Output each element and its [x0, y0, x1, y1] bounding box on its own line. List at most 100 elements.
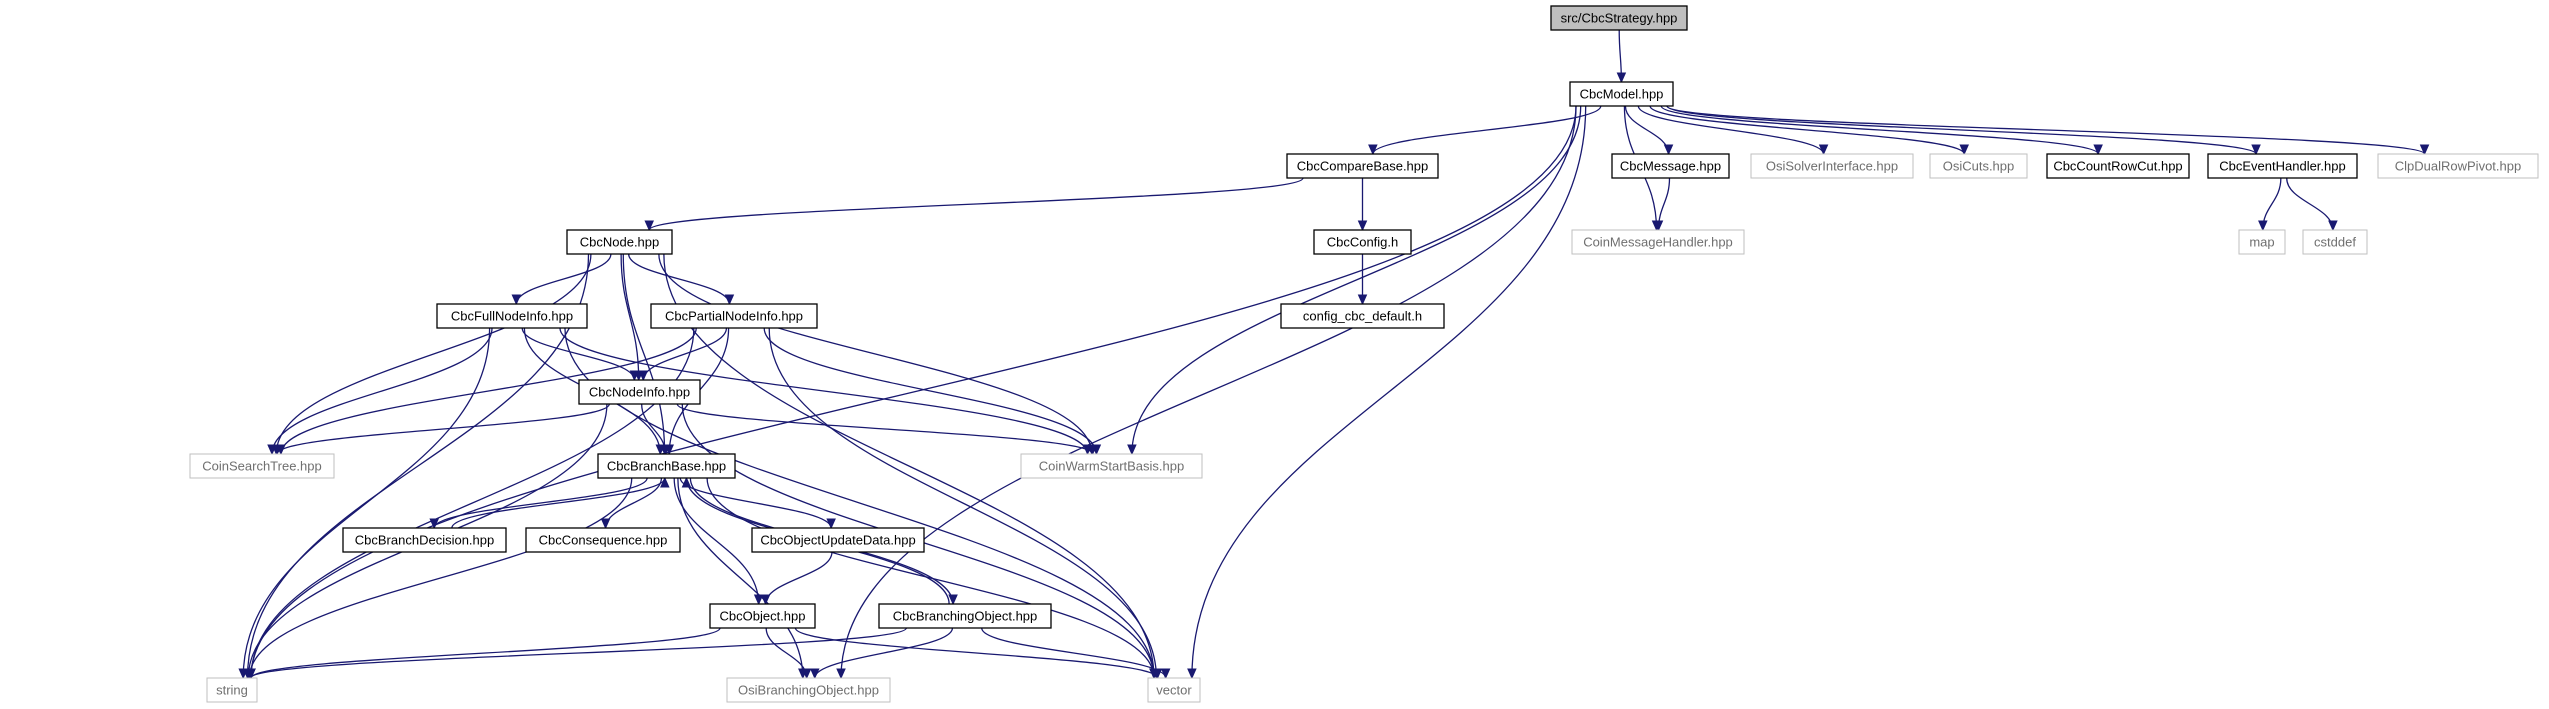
- node-label-fullnode: CbcFullNodeInfo.hpp: [451, 309, 573, 324]
- node-box-config: [1313, 229, 1412, 255]
- node-box-partialnode: [650, 303, 818, 329]
- node-map: map: [2238, 229, 2286, 255]
- node-box-map: [2238, 229, 2286, 255]
- edge-fullnode-to-warmstart: [559, 327, 1089, 455]
- arrowhead-config-to-configdef: [1357, 294, 1368, 306]
- arrowhead-model-to-warmstart: [1127, 444, 1137, 456]
- edge-branchbase-to-osibranching: [677, 477, 804, 679]
- node-label-partialnode: CbcPartialNodeInfo.hpp: [665, 309, 803, 324]
- node-box-model: [1569, 81, 1674, 107]
- node-label-compare: CbcCompareBase.hpp: [1297, 159, 1429, 174]
- arrowhead-model-to-compare: [1368, 144, 1378, 156]
- node-box-message: [1611, 153, 1730, 179]
- node-label-object: CbcObject.hpp: [720, 609, 806, 624]
- node-compare[interactable]: CbcCompareBase.hpp: [1286, 153, 1439, 179]
- arrowhead-model-to-eventhandler: [2251, 144, 2261, 156]
- arrowhead-node-to-partialnode: [724, 294, 735, 306]
- node-box-osicuts: [1929, 153, 2028, 179]
- node-box-clpdual: [2377, 153, 2539, 179]
- edge-node-to-searchtree: [275, 253, 592, 455]
- node-eventhandler[interactable]: CbcEventHandler.hpp: [2207, 153, 2358, 179]
- node-label-vector: vector: [1156, 683, 1192, 698]
- node-label-map: map: [2249, 235, 2274, 250]
- node-objupdate[interactable]: CbcObjectUpdateData.hpp: [751, 527, 925, 553]
- node-label-cstddef: cstddef: [2314, 235, 2356, 250]
- arrowhead-branchdecision-to-branchbase: [660, 476, 670, 488]
- node-label-config: CbcConfig.h: [1327, 235, 1399, 250]
- node-searchtree: CoinSearchTree.hpp: [189, 453, 335, 479]
- arrowhead-nodeinfo-to-warmstart: [1087, 444, 1098, 456]
- arrowhead-model-to-vector: [1187, 668, 1197, 680]
- edge-branchdecision-to-branchbase: [451, 477, 666, 529]
- edge-branchbase-to-consequence: [604, 477, 663, 529]
- edge-branchbase-to-branchdecision: [433, 477, 648, 529]
- node-countrowcut[interactable]: CbcCountRowCut.hpp: [2046, 153, 2190, 179]
- node-box-nodeinfo: [578, 379, 701, 405]
- node-label-nodeinfo: CbcNodeInfo.hpp: [589, 385, 690, 400]
- node-box-eventhandler: [2207, 153, 2358, 179]
- arrowhead-partialnode-to-nodeinfo: [638, 370, 649, 382]
- node-box-countrowcut: [2046, 153, 2190, 179]
- node-box-osibranching: [726, 677, 891, 703]
- node-model[interactable]: CbcModel.hpp: [1569, 81, 1674, 107]
- arrowhead-nodeinfo-to-branchbase: [660, 444, 671, 456]
- edge-model-to-osicuts: [1649, 105, 1965, 155]
- arrowhead-branchbase-to-branchdecision: [429, 518, 439, 530]
- edge-node-to-branchbase: [622, 253, 666, 455]
- arrowhead-compare-to-config: [1357, 220, 1368, 232]
- arrowhead-message-to-coinmsg: [1653, 220, 1664, 232]
- node-string: string: [206, 677, 258, 703]
- edge-layer: [238, 29, 2430, 680]
- node-box-compare: [1286, 153, 1439, 179]
- edge-model-to-eventhandler: [1666, 105, 2257, 155]
- node-box-branchdecision: [342, 527, 507, 553]
- arrowhead-branchingobj-to-vector: [1160, 668, 1171, 680]
- node-config[interactable]: CbcConfig.h: [1313, 229, 1412, 255]
- arrowhead-branchingobj-to-string: [246, 668, 256, 680]
- node-osicuts: OsiCuts.hpp: [1929, 153, 2028, 179]
- arrowhead-model-to-osisolver: [1818, 144, 1829, 156]
- arrowhead-objupdate-to-object: [760, 594, 771, 606]
- edge-fullnode-to-nodeinfo: [521, 327, 636, 381]
- arrowhead-node-to-fullnode: [511, 294, 522, 306]
- node-box-branchingobj: [878, 603, 1052, 629]
- node-label-message: CbcMessage.hpp: [1620, 159, 1721, 174]
- edge-nodeinfo-to-warmstart: [676, 403, 1094, 455]
- arrowhead-branchbase-to-objupdate: [826, 518, 836, 530]
- node-label-eventhandler: CbcEventHandler.hpp: [2219, 159, 2345, 174]
- node-box-vector: [1147, 677, 1201, 703]
- node-label-branchdecision: CbcBranchDecision.hpp: [355, 533, 494, 548]
- node-branchdecision[interactable]: CbcBranchDecision.hpp: [342, 527, 507, 553]
- arrowhead-branchingobj-to-branchbase: [681, 476, 692, 488]
- node-nodeinfo[interactable]: CbcNodeInfo.hpp: [578, 379, 701, 405]
- node-message[interactable]: CbcMessage.hpp: [1611, 153, 1730, 179]
- node-branchingobj[interactable]: CbcBranchingObject.hpp: [878, 603, 1052, 629]
- edge-branchbase-to-object: [673, 477, 760, 605]
- node-box-coinmsg: [1571, 229, 1745, 255]
- node-consequence[interactable]: CbcConsequence.hpp: [525, 527, 681, 553]
- node-branchbase[interactable]: CbcBranchBase.hpp: [597, 453, 736, 479]
- node-osibranching: OsiBranchingObject.hpp: [726, 677, 891, 703]
- node-root[interactable]: src/CbcStrategy.hpp: [1550, 5, 1688, 31]
- node-configdef[interactable]: config_cbc_default.h: [1280, 303, 1445, 329]
- edge-node-to-partialnode: [628, 253, 731, 305]
- node-label-clpdual: ClpDualRowPivot.hpp: [2395, 159, 2521, 174]
- node-label-countrowcut: CbcCountRowCut.hpp: [2053, 159, 2182, 174]
- arrowhead-model-to-osibranching: [836, 668, 846, 680]
- node-label-root: src/CbcStrategy.hpp: [1561, 11, 1678, 26]
- node-object[interactable]: CbcObject.hpp: [709, 603, 816, 629]
- node-partialnode[interactable]: CbcPartialNodeInfo.hpp: [650, 303, 818, 329]
- node-box-objupdate: [751, 527, 925, 553]
- arrowhead-fullnode-to-nodeinfo: [629, 370, 640, 382]
- node-box-fullnode: [436, 303, 588, 329]
- edge-compare-to-node: [648, 177, 1304, 231]
- node-label-osisolver: OsiSolverInterface.hpp: [1766, 159, 1898, 174]
- node-label-model: CbcModel.hpp: [1580, 87, 1664, 102]
- node-node[interactable]: CbcNode.hpp: [566, 229, 673, 255]
- node-fullnode[interactable]: CbcFullNodeInfo.hpp: [436, 303, 588, 329]
- edge-eventhandler-to-cstddef: [2286, 177, 2334, 231]
- edge-model-to-string: [250, 105, 1577, 679]
- node-osisolver: OsiSolverInterface.hpp: [1750, 153, 1914, 179]
- edge-model-to-osisolver: [1637, 105, 1825, 155]
